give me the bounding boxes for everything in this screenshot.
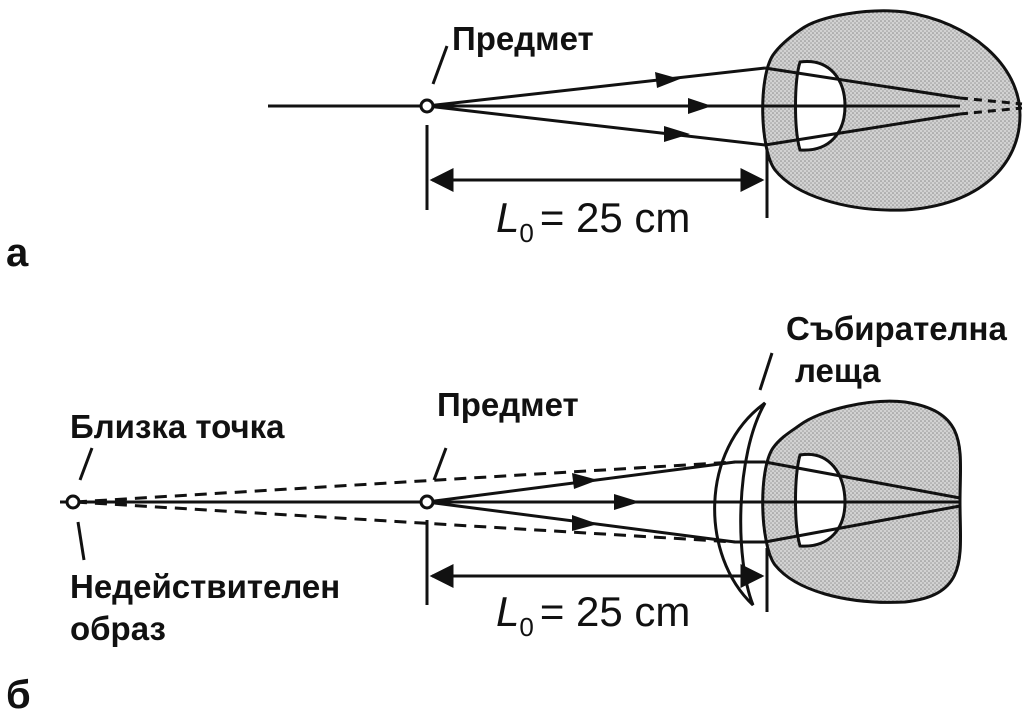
ray-arrows-a [655, 72, 712, 142]
dashed-extension-a [959, 96, 1023, 116]
object-label-b: Предмет [437, 386, 579, 423]
object-point-a [419, 98, 435, 114]
lens-label-2: леща [795, 352, 881, 389]
converging-lens [713, 401, 767, 607]
distance-label-a: L0= 25 cm [496, 194, 690, 248]
panel-letter-a: а [6, 231, 29, 275]
panel-a: Предмет L0= 25 cm а [6, 9, 1023, 275]
rays-a [426, 66, 961, 147]
near-point-label: Близка точка [70, 408, 285, 445]
virtual-image-label-1: Недействителен [70, 568, 340, 605]
near-point-leader [78, 447, 94, 481]
distance-label-b: L0= 25 cm [496, 588, 690, 642]
panel-letter-b: б [6, 673, 31, 717]
object-leader-b [432, 447, 448, 481]
lens-label-1: Събирателна [786, 310, 1007, 347]
virtual-image-label-2: образ [70, 610, 166, 647]
panel-b: Близка точка Недействителен образ Предме… [6, 310, 1007, 717]
near-point [65, 494, 81, 510]
object-label-a: Предмет [452, 20, 594, 57]
object-point-b [419, 494, 435, 510]
virtual-rays-b [74, 460, 736, 544]
ray-arrows-b [572, 473, 640, 531]
lens-leader [758, 352, 774, 391]
virtual-image-leader [76, 521, 86, 561]
object-leader-a [431, 45, 449, 85]
